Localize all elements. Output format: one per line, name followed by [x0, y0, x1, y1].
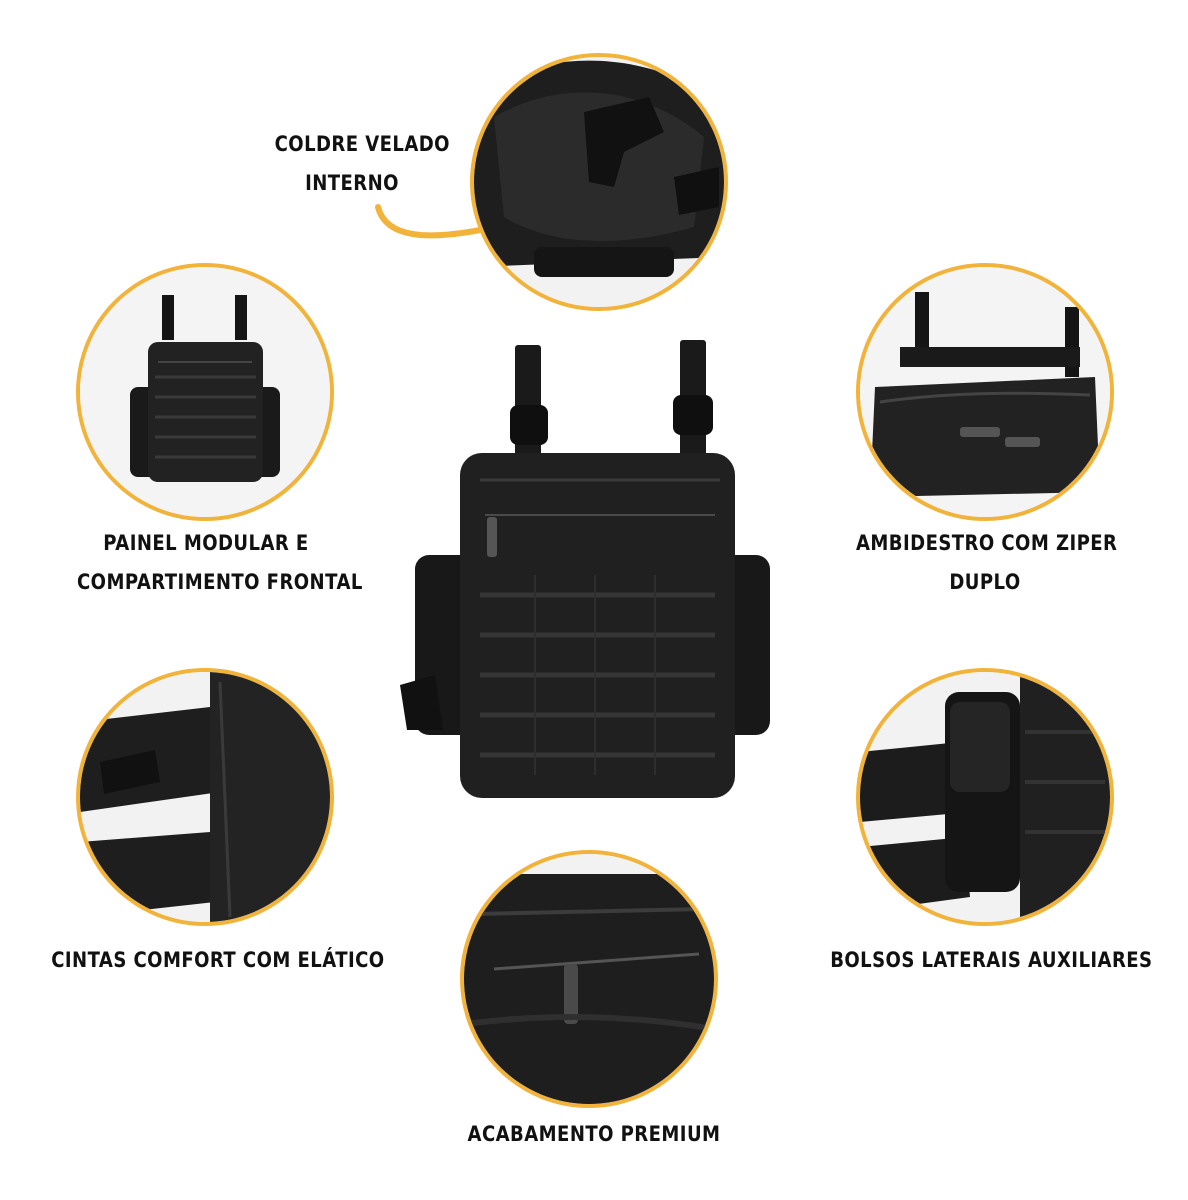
double-zipper-top-photo [856, 263, 1114, 521]
bag-front-panel-photo [76, 263, 334, 521]
coldre-label-line1: COLDRE VELADO [274, 132, 450, 156]
tactical-leg-bag-photo [395, 335, 775, 825]
cintas-label: CINTAS COMFORT COM ELÁTICO [51, 948, 385, 972]
bolsos-label: BOLSOS LATERAIS AUXILIARES [830, 948, 1153, 972]
ambidestro-label-line1: AMBIDESTRO COM ZIPER [856, 531, 1118, 555]
acabamento-label: ACABAMENTO PREMIUM [467, 1122, 721, 1146]
coldre-label-line2: INTERNO [305, 171, 399, 195]
elastic-strap-buckle-photo [76, 668, 334, 926]
ambidestro-label-line2: DUPLO [949, 570, 1021, 594]
holster-interior-photo [470, 53, 728, 311]
zipper-finish-photo [460, 850, 718, 1108]
painel-label-line1: PAINEL MODULAR E [103, 531, 309, 555]
side-pocket-photo [856, 668, 1114, 926]
painel-label-line2: COMPARTIMENTO FRONTAL [77, 570, 363, 594]
